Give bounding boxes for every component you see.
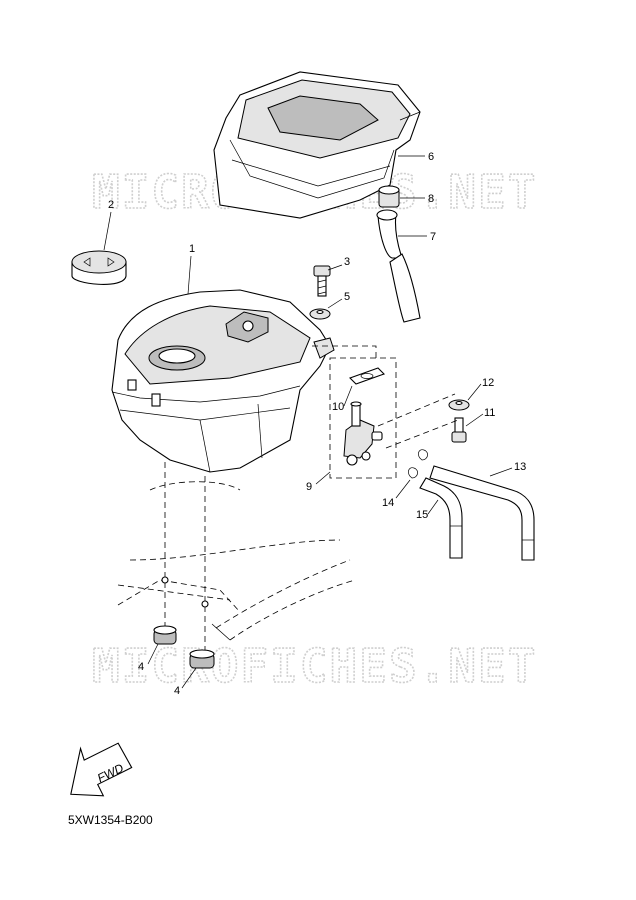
assembly-line-right <box>377 393 456 427</box>
assembly-line-upper <box>312 345 377 360</box>
part-9-fuel-cock-assembly <box>329 357 397 479</box>
frame-outline <box>117 462 356 660</box>
part-7-hose <box>376 209 421 323</box>
callout-5: 5 <box>344 291 350 303</box>
callout-12: 12 <box>482 377 494 389</box>
callout-14: 14 <box>382 497 394 509</box>
callout-11: 11 <box>484 407 495 419</box>
part-14-clip <box>408 449 428 479</box>
leader-4a <box>147 643 159 665</box>
part-11-bolt <box>451 417 467 443</box>
callout-10: 10 <box>332 401 344 413</box>
part-8-connector <box>378 185 400 208</box>
leader-2 <box>103 211 112 251</box>
fwd-arrow-icon: FWD <box>70 742 133 797</box>
part-1-fuel-tank <box>111 289 335 473</box>
callout-15: 15 <box>416 509 428 521</box>
leader-4b <box>181 667 197 689</box>
diagram-code: 5XW1354-B200 <box>68 813 153 827</box>
part-3-bolt <box>313 265 331 297</box>
callout-7: 7 <box>430 231 436 243</box>
leader-3 <box>327 264 343 271</box>
part-2-fuel-cap <box>71 250 127 285</box>
part-15-hose <box>419 477 463 559</box>
leader-5 <box>327 298 343 309</box>
part-12-washer <box>448 399 470 411</box>
callout-2: 2 <box>108 199 114 211</box>
callout-1: 1 <box>189 243 195 255</box>
part-13-hose <box>429 465 535 561</box>
callout-13: 13 <box>514 461 526 473</box>
leader-15 <box>427 499 439 515</box>
leader-12 <box>467 383 482 401</box>
watermark-bottom: MICROFICHES.NET <box>92 639 537 693</box>
leader-1 <box>187 255 192 295</box>
leader-9 <box>315 471 331 485</box>
leader-13 <box>489 467 513 477</box>
callout-9: 9 <box>306 481 312 493</box>
callout-4b: 4 <box>174 685 180 697</box>
callout-6: 6 <box>428 151 434 163</box>
leader-14 <box>395 479 411 499</box>
part-4-mount-b <box>189 649 215 669</box>
part-6-housing <box>213 71 421 219</box>
callout-8: 8 <box>428 193 434 205</box>
assembly-line-mid <box>385 419 459 449</box>
callout-4a: 4 <box>138 661 144 673</box>
part-5-washer <box>309 308 331 320</box>
leader-10 <box>343 385 353 407</box>
leader-11 <box>465 413 484 427</box>
part-4-mount-a <box>153 625 177 645</box>
callout-3: 3 <box>344 256 350 268</box>
